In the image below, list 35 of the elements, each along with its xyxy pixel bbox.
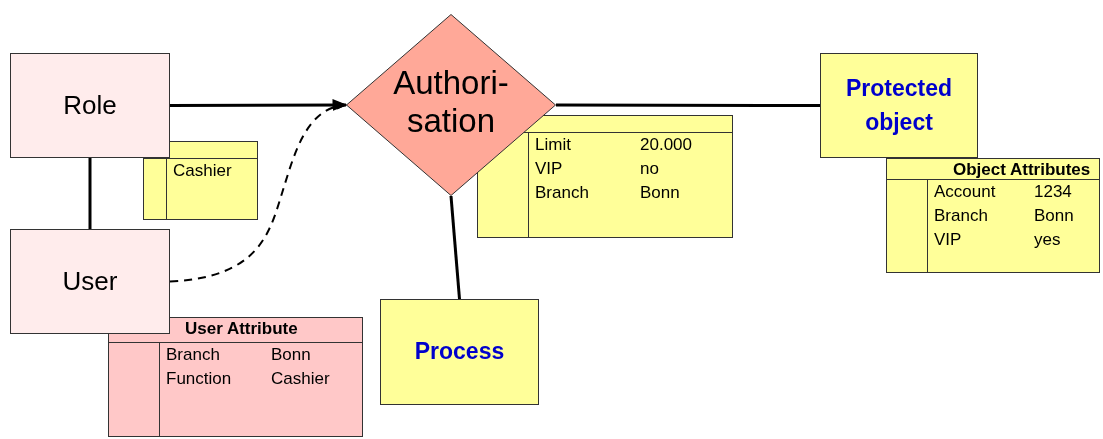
table-cell: Account (934, 182, 996, 203)
node-label: Role (63, 90, 117, 121)
table-cell: 20.000 (640, 135, 692, 156)
attribute-table (143, 141, 258, 220)
entity-box (10, 53, 170, 158)
dashed-arrow (169, 102, 347, 283)
object-box (820, 53, 978, 158)
table-cell: Cashier (271, 369, 330, 390)
table-cell: Branch (166, 345, 220, 366)
connector-line (449, 195, 461, 300)
attribute-table (108, 317, 363, 437)
table-cell: Branch (934, 206, 988, 227)
table-cell: Branch (535, 183, 589, 204)
object-box (380, 299, 539, 405)
entity-box (10, 229, 170, 334)
table-header: Object Attributes (953, 161, 1091, 178)
node-label: Protected object (844, 74, 954, 137)
node-label: Process (414, 337, 505, 367)
table-cell: Function (166, 369, 232, 390)
table-cell: VIP (535, 159, 563, 180)
connector-line (556, 103, 820, 107)
table-header: User Attribute (185, 320, 298, 337)
table-cell: Limit (535, 135, 571, 156)
node-label: Authori- sation (392, 64, 510, 140)
table-cell: Bonn (640, 183, 680, 204)
table-cell: yes (1034, 230, 1061, 251)
node-label: User (62, 266, 118, 297)
table-cell: VIP (934, 230, 962, 251)
table-cell: no (640, 159, 659, 180)
attribute-table (886, 158, 1100, 273)
table-cell: Cashier (173, 161, 232, 182)
connector-line (88, 158, 92, 229)
table-cell: Bonn (1034, 206, 1074, 227)
table-cell: 1234 (1034, 182, 1072, 203)
table-cell: Bonn (271, 345, 311, 366)
